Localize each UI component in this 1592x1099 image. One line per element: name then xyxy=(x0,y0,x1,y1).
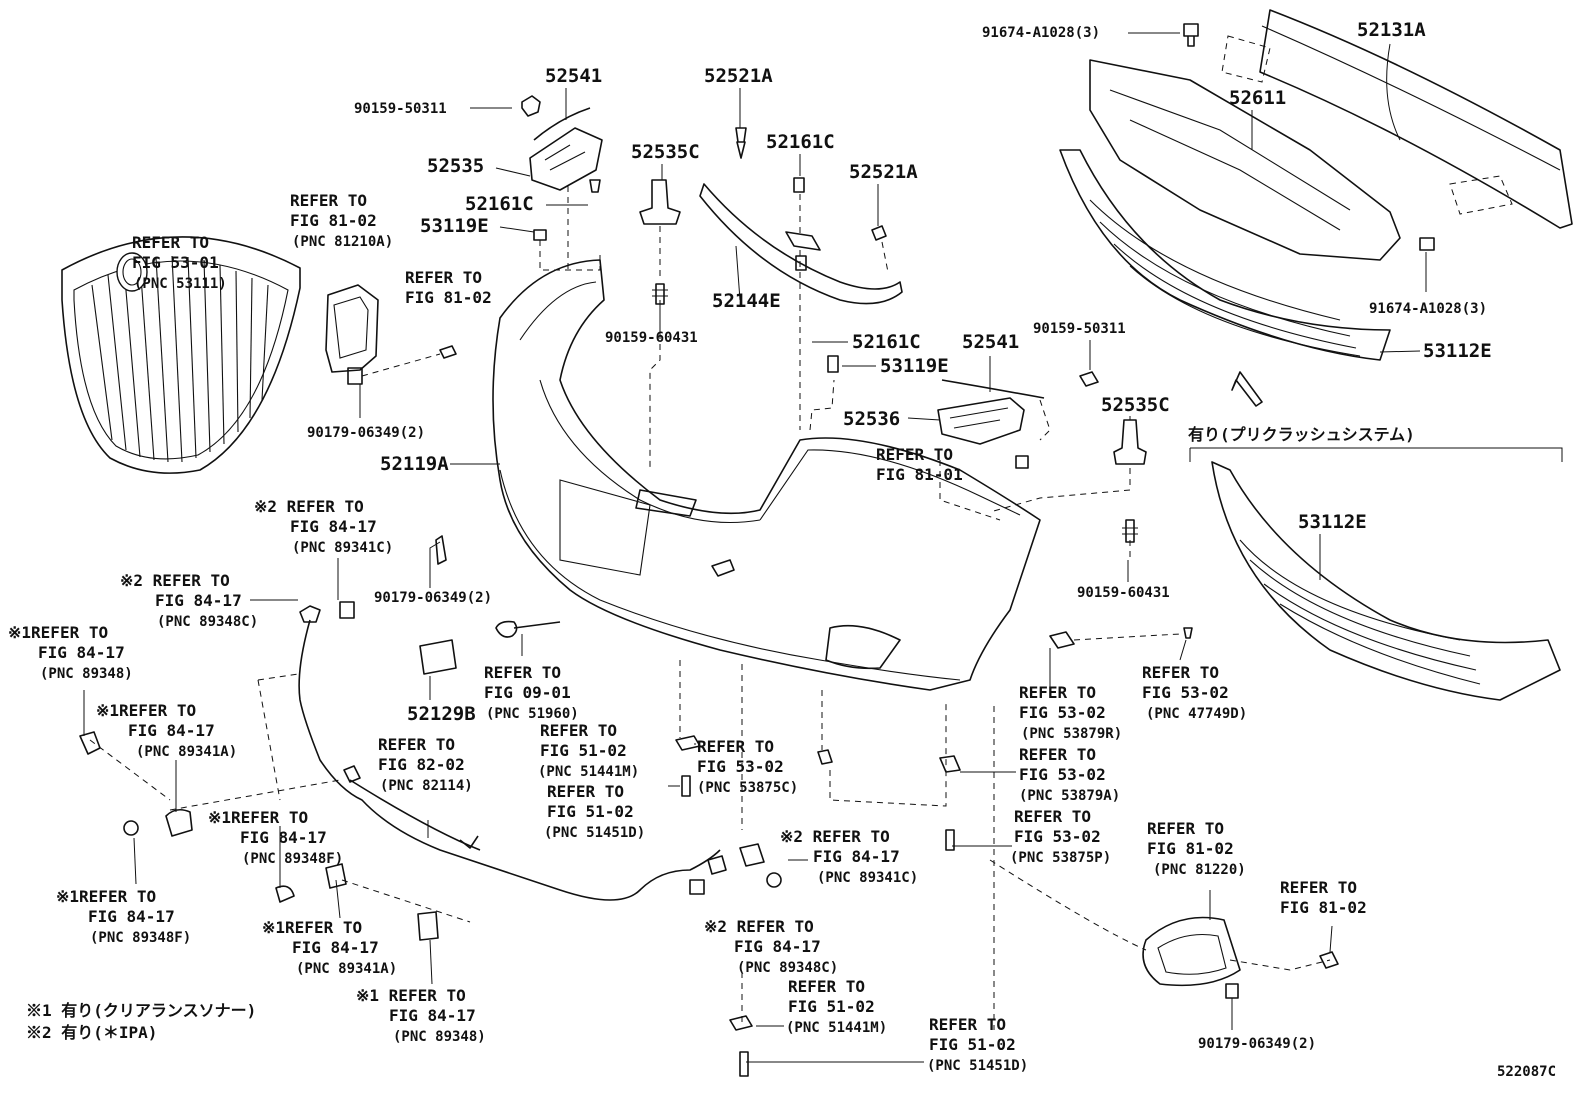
ref-89348f-left: ※1REFER TO FIG 84-17 (PNC 89348F) xyxy=(56,887,242,946)
ref-fig-81-02-lamp: REFER TO FIG 81-02 (PNC 81210A) xyxy=(290,191,444,250)
leader-lines xyxy=(83,32,1427,1063)
fog-lamp-drawing xyxy=(989,859,1339,999)
pn-52535: 52535 xyxy=(427,155,484,177)
right-clip-drawing xyxy=(989,371,1147,560)
ref-89341a-left: ※1REFER TO FIG 84-17 (PNC 89341A) xyxy=(96,701,285,760)
pn-52535c-top: 52535C xyxy=(631,141,700,163)
ref-89348f-mid: ※1REFER TO FIG 84-17 (PNC 89348F) xyxy=(208,808,394,867)
front-bumper-cover-drawing xyxy=(492,250,1041,691)
pn-90179-bottom: 90179-06349(2) xyxy=(1198,1036,1316,1052)
lower-clips-drawing xyxy=(675,627,1193,1077)
pn-52521a-right: 52521A xyxy=(849,161,918,183)
pn-52119a: 52119A xyxy=(380,453,449,475)
pn-52144e: 52144E xyxy=(712,290,781,312)
pn-52521a-top: 52521A xyxy=(704,65,773,87)
side-retainer-52536-drawing xyxy=(795,255,1051,469)
upper-retainer-52144e-drawing xyxy=(699,127,903,305)
note-ipa: ※2 有り(＊IPA) xyxy=(26,1023,157,1042)
wire-harness-drawing xyxy=(89,601,727,923)
ref-89348-bottom: ※1 REFER TO FIG 84-17 (PNC 89348) xyxy=(356,986,543,1045)
ref-fig-82-02: REFER TO FIG 82-02 (PNC 82114) xyxy=(378,735,532,794)
pn-90159-50311-right: 90159-50311 xyxy=(1033,321,1126,337)
ref-fig-81-01: REFER TO FIG 81-01 xyxy=(876,445,1021,484)
bumper-reinforcement-drawing xyxy=(1089,9,1573,261)
headlamp-bracket-drawing xyxy=(325,284,457,385)
pn-52161c-top: 52161C xyxy=(766,131,835,153)
pn-90159-60431-top: 90159-60431 xyxy=(605,330,698,346)
part-number-labels: 52541 52521A 52131A 90159-50311 91674-A1… xyxy=(307,19,1492,1052)
ref-fig-81-02-screw: REFER TO FIG 81-02 xyxy=(405,268,550,307)
bumper-plugs-drawing xyxy=(419,535,561,675)
pn-90179-left: 90179-06349(2) xyxy=(307,425,425,441)
pn-53112e-top: 53112E xyxy=(1423,340,1492,362)
pn-52541-mid: 52541 xyxy=(962,331,1019,353)
sonar-sensors-drawing xyxy=(79,731,782,941)
ref-53875c: REFER TO FIG 53-02 (PNC 53875C) xyxy=(697,737,851,796)
note-precrash: 有り(プリクラッシュシステム) xyxy=(1188,425,1415,444)
ref-fig-53-01-grille: REFER TO FIG 53-01 (PNC 53111) xyxy=(132,233,286,292)
ref-fig-81-02-bottom: REFER TO FIG 81-02 xyxy=(1280,878,1425,917)
pn-52535c-right: 52535C xyxy=(1101,394,1170,416)
pn-52536: 52536 xyxy=(843,408,900,430)
pn-53119e-mid: 53119E xyxy=(880,355,949,377)
notes: 有り(プリクラッシュシステム) ※1 有り(クリアランスソナー) ※2 有り(＊… xyxy=(26,425,1556,1080)
reference-callouts: REFER TO FIG 53-01 (PNC 53111) REFER TO … xyxy=(8,191,1425,1074)
ref-89341a-bottom: ※1REFER TO FIG 84-17 (PNC 89341A) xyxy=(262,918,446,977)
pn-91674-top: 91674-A1028(3) xyxy=(982,25,1100,41)
ref-47749d: REFER TO FIG 53-02 (PNC 47749D) xyxy=(1142,663,1296,722)
ref-53879r: REFER TO FIG 53-02 (PNC 53879R) xyxy=(1019,683,1173,742)
pn-91674-right: 91674-A1028(3) xyxy=(1369,301,1487,317)
pn-90159-60431-right: 90159-60431 xyxy=(1077,585,1170,601)
pn-53119e-left: 53119E xyxy=(420,215,489,237)
ref-81220: REFER TO FIG 81-02 (PNC 81220) xyxy=(1147,819,1301,878)
bumper-retainer-52535-drawing xyxy=(521,95,603,271)
pn-52541-top: 52541 xyxy=(545,65,602,87)
ref-fig-09-01: REFER TO FIG 09-01 (PNC 51960) xyxy=(484,663,638,722)
ref-89348-left: ※1REFER TO FIG 84-17 (PNC 89348) xyxy=(8,623,192,682)
pn-52129b: 52129B xyxy=(407,703,476,725)
pn-52161c-mid: 52161C xyxy=(852,331,921,353)
ref-51441m-bottom: REFER TO FIG 51-02 (PNC 51441M) xyxy=(786,977,942,1036)
ref-51441m-top: REFER TO FIG 51-02 (PNC 51441M) xyxy=(538,721,694,780)
diagram-id: 522087C xyxy=(1497,1064,1556,1080)
ref-53875p: REFER TO FIG 53-02 (PNC 53875P) xyxy=(1010,807,1168,866)
pn-52611: 52611 xyxy=(1229,87,1286,109)
ref-89341c-top: ※2 REFER TO FIG 84-17 (PNC 89341C) xyxy=(254,497,444,556)
pn-90159-50311-top: 90159-50311 xyxy=(354,101,447,117)
lower-grille-precrash-drawing xyxy=(1189,447,1563,701)
ref-51451d-bottom: REFER TO FIG 51-02 (PNC 51451D) xyxy=(927,1015,1083,1074)
pn-52131a: 52131A xyxy=(1357,19,1426,41)
ref-89348c-bottom: ※2 REFER TO FIG 84-17 (PNC 89348C) xyxy=(704,917,888,976)
radiator-grille-drawing xyxy=(61,236,301,474)
clip-52535c-top-drawing xyxy=(639,179,681,305)
note-clearance-sonar: ※1 有り(クリアランスソナー) xyxy=(26,1001,256,1020)
pn-53112e-lower: 53112E xyxy=(1298,511,1367,533)
ref-89341c-bottom: ※2 REFER TO FIG 84-17 (PNC 89341C) xyxy=(780,827,967,886)
pn-52161c-left: 52161C xyxy=(465,193,534,215)
lower-grille-53112e-drawing xyxy=(1059,149,1391,407)
ref-51451d-top: REFER TO FIG 51-02 (PNC 51451D) xyxy=(544,782,701,841)
pn-90179-mid: 90179-06349(2) xyxy=(374,590,492,606)
ref-89348c-top: ※2 REFER TO FIG 84-17 (PNC 89348C) xyxy=(120,571,309,630)
ref-53879a: REFER TO FIG 53-02 (PNC 53879A) xyxy=(1019,745,1173,804)
